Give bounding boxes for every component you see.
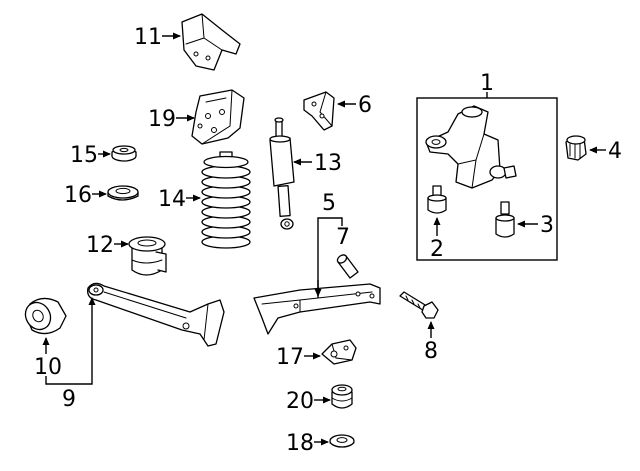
callout-11: 11 xyxy=(134,25,181,50)
svg-text:16: 16 xyxy=(64,183,92,208)
part-9-axle-arm[interactable] xyxy=(87,282,225,347)
svg-text:10: 10 xyxy=(34,355,62,380)
part-6-bracket[interactable] xyxy=(303,91,335,131)
svg-text:12: 12 xyxy=(86,233,114,258)
part-15-bump-stop[interactable] xyxy=(111,145,137,162)
part-20-bushing[interactable] xyxy=(331,384,353,409)
part-5-axle-arm[interactable] xyxy=(253,283,381,335)
callout-5: 5 xyxy=(314,191,343,298)
svg-text:14: 14 xyxy=(158,187,186,212)
callout-2: 2 xyxy=(430,217,444,262)
part-3-ball-joint[interactable] xyxy=(495,201,515,238)
callout-4: 4 xyxy=(589,139,622,164)
callout-3: 3 xyxy=(517,213,554,238)
callout-15: 15 xyxy=(70,143,111,168)
callout-17: 17 xyxy=(276,345,321,370)
svg-text:2: 2 xyxy=(430,237,444,262)
callout-6: 6 xyxy=(337,93,372,118)
svg-text:8: 8 xyxy=(424,339,438,364)
svg-text:15: 15 xyxy=(70,143,98,168)
part-8-bolt[interactable] xyxy=(399,291,439,319)
part-14-coil-spring[interactable] xyxy=(201,151,251,249)
svg-text:19: 19 xyxy=(148,107,176,132)
part-12-jounce-bumper[interactable] xyxy=(128,236,167,276)
svg-text:6: 6 xyxy=(358,93,372,118)
callout-10: 10 xyxy=(34,337,62,380)
callout-8: 8 xyxy=(424,321,438,364)
part-10-bushing[interactable] xyxy=(21,297,67,335)
part-7-sleeve[interactable] xyxy=(336,253,359,279)
part-18-washer[interactable] xyxy=(329,434,355,448)
svg-text:18: 18 xyxy=(286,431,314,456)
callout-19: 19 xyxy=(148,107,195,132)
part-11-bracket[interactable] xyxy=(181,13,241,71)
part-16-insulator[interactable] xyxy=(107,185,139,201)
part-4-nut[interactable] xyxy=(565,135,587,161)
svg-text:3: 3 xyxy=(540,213,554,238)
svg-text:11: 11 xyxy=(134,25,162,50)
svg-text:1: 1 xyxy=(480,71,494,96)
svg-text:17: 17 xyxy=(276,345,304,370)
callout-7: 7 xyxy=(336,225,350,250)
callout-9: 9 xyxy=(45,297,96,412)
callout-12: 12 xyxy=(86,233,129,258)
callout-1: 1 xyxy=(480,71,494,98)
part-2-ball-joint[interactable] xyxy=(427,185,447,214)
svg-text:7: 7 xyxy=(336,225,350,250)
svg-text:9: 9 xyxy=(62,387,76,412)
svg-text:4: 4 xyxy=(608,139,622,164)
callout-14: 14 xyxy=(158,187,201,212)
part-1-assembly-box[interactable] xyxy=(416,97,558,261)
svg-text:13: 13 xyxy=(314,151,342,176)
callout-13: 13 xyxy=(293,151,342,176)
svg-text:20: 20 xyxy=(286,389,314,414)
callout-18: 18 xyxy=(286,431,329,456)
part-17-clip-bracket[interactable] xyxy=(321,339,357,365)
svg-text:5: 5 xyxy=(322,191,336,216)
callout-20: 20 xyxy=(286,389,331,414)
callout-16: 16 xyxy=(64,183,107,208)
part-13-shock-absorber[interactable] xyxy=(269,117,295,230)
part-19-mount-plate[interactable] xyxy=(191,89,245,145)
